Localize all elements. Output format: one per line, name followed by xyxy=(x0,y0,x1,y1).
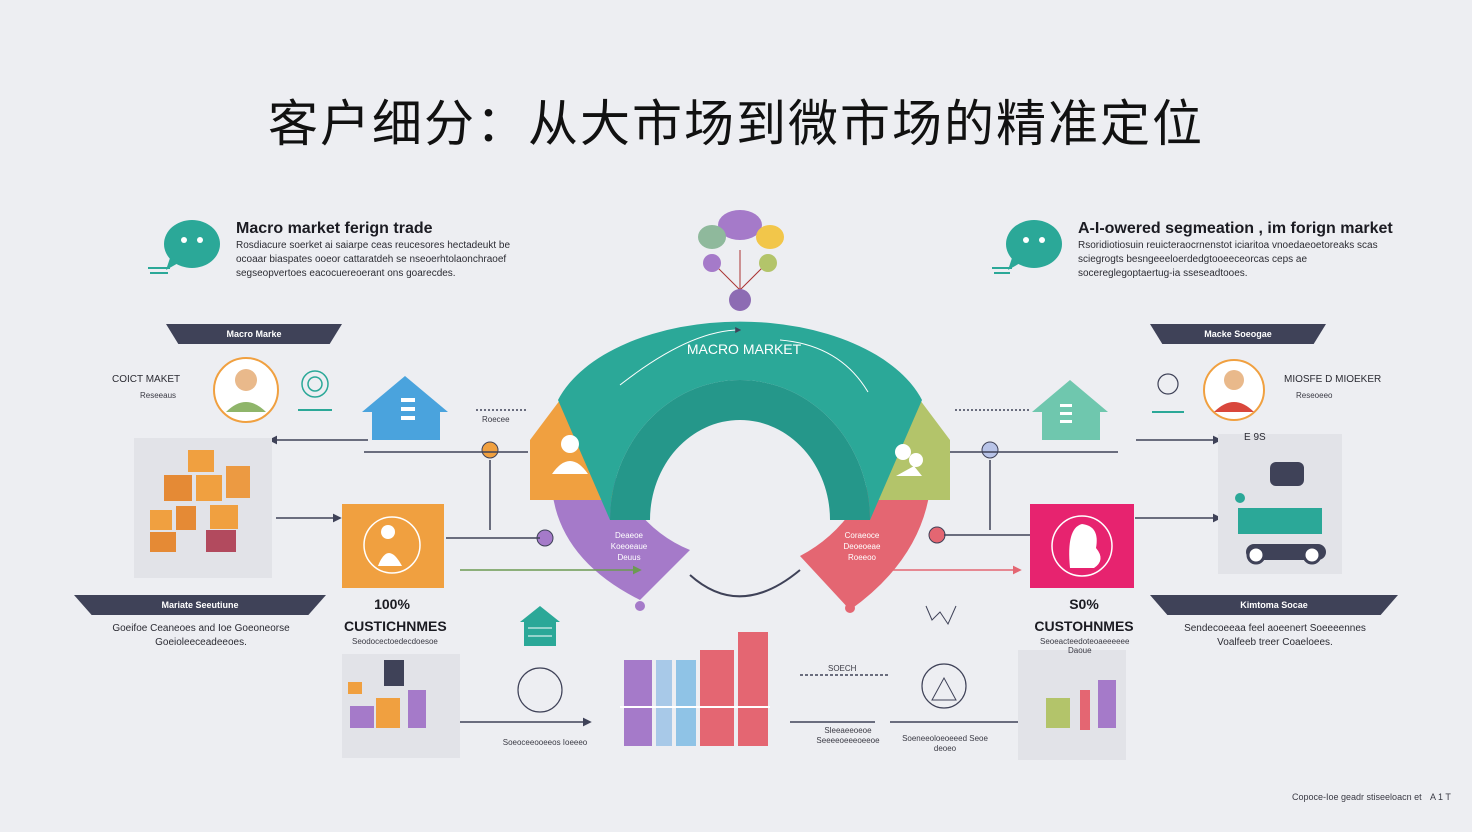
globe-icon xyxy=(517,667,563,713)
person-avatar-icon xyxy=(213,357,279,423)
bottom-center-label: Soeoceeooeeos Ioeeeo xyxy=(502,738,588,747)
connector-lines xyxy=(268,409,1222,727)
people-icon xyxy=(921,605,967,709)
bar-chart-icon xyxy=(620,632,770,746)
right-header-text: Rsoridiotiosuin reuicteraocrnenstot icia… xyxy=(1078,240,1378,279)
page-title: 客户细分：从大市场到微市场的精准定位 xyxy=(268,95,1204,153)
left-banner: Macro Marke xyxy=(166,324,342,344)
macro-market-arc xyxy=(481,321,999,613)
left-stat-value: 100% xyxy=(374,596,410,612)
right-petal-label: Coraeoce Deoeoeae Roeeoo xyxy=(843,531,881,562)
left-petal-label: Deaeoe Koeoeaue Deuus xyxy=(610,531,648,562)
right-description: Sendecoeeaa feel aoeenert Soeeeennes Voa… xyxy=(1184,623,1366,648)
right-market-label: MIOSFE D MIOEKER xyxy=(1284,374,1382,385)
footer-note: Copoce-Ioe geadr stiseeloacn et xyxy=(1292,792,1422,802)
chat-bubble-icon xyxy=(992,220,1062,274)
bottom-right-label-b: Soeneeoloeoeeed Seoe deoeo xyxy=(902,734,988,753)
right-side-label: E 9S xyxy=(1244,432,1266,443)
right-stat-label: CUSTOHNMES xyxy=(1034,618,1134,634)
right-header-title: A-I-owered segmeation , im forign market xyxy=(1078,220,1393,237)
bottom-right-label-top: SOECH xyxy=(828,664,857,673)
left-header-title: Macro market ferign trade xyxy=(236,220,433,237)
left-description: Goeifoe Ceaneoes and Ioe Goeoneorse Goei… xyxy=(112,623,290,648)
left-small-label: Roecee xyxy=(482,415,510,424)
bottom-right-label-a: Sleeaeeoeoe Seeeeoeeeoeeoe xyxy=(816,726,880,745)
left-stat-sub: Seodocectoedecdoesoe xyxy=(352,637,438,646)
person-avatar-icon xyxy=(1203,359,1265,421)
left-stat-label: CUSTICHNMES xyxy=(344,618,447,634)
bar-chart-icon xyxy=(1046,680,1116,730)
right-stat-sub2: Daoue xyxy=(1068,646,1092,655)
right-market-sublabel: Reseoeeo xyxy=(1296,391,1333,400)
chat-bubble-icon xyxy=(148,220,220,274)
right-banner: Macke Soeogae xyxy=(1150,324,1326,344)
right-stat-value: S0% xyxy=(1069,596,1099,612)
balloon-cluster-icon xyxy=(698,210,784,311)
left-market-label: COICT MAKET xyxy=(112,374,181,385)
left-market-sublabel: Reseeaus xyxy=(140,391,177,400)
left-header-text: Rosdiacure soerket ai saiarpe ceas reuce… xyxy=(236,240,511,279)
right-stat-sub: Seoeacteedoteoaeeeeee xyxy=(1040,637,1130,646)
house-icon xyxy=(1032,380,1108,440)
house-icon xyxy=(520,606,560,646)
scooter-icon xyxy=(1235,462,1326,565)
rocket-icon xyxy=(363,516,421,574)
bar-chart-icon xyxy=(348,660,426,728)
people-icon xyxy=(1051,515,1113,577)
right-lower-banner: Kimtoma Socae xyxy=(1150,595,1398,615)
left-lower-banner: Mariate Seeutiune xyxy=(74,595,326,615)
arc-label: MACRO MARKET xyxy=(686,341,802,357)
house-icon xyxy=(362,376,448,440)
people-icon xyxy=(150,450,250,552)
target-icon xyxy=(298,370,1184,413)
footer-page-number: A 1 T xyxy=(1430,792,1451,802)
